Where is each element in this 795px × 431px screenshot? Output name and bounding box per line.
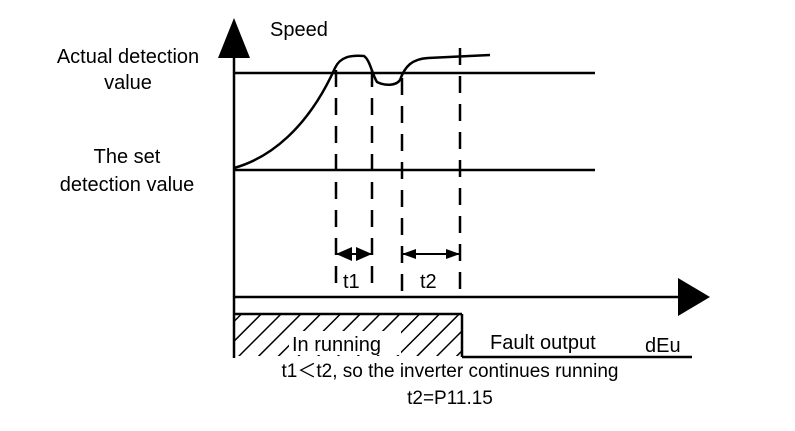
t1-arrowhead-left — [336, 247, 352, 261]
t2-arrowhead-right — [446, 249, 460, 259]
caption-line1: t1＜t2, so the inverter continues running — [282, 361, 619, 382]
t2-label: t2 — [420, 271, 437, 293]
actual-detection-label-line2: value — [104, 72, 152, 94]
y-axis-arrowhead — [218, 18, 250, 58]
in-running-label-mask — [289, 331, 401, 355]
actual-detection-label-line1: Actual detection — [57, 46, 199, 68]
fault-output-label: Fault output — [490, 332, 596, 354]
t2-arrowhead-left — [402, 249, 416, 259]
t1-arrowhead-right — [356, 247, 372, 261]
set-detection-label-line2: detection value — [60, 174, 195, 196]
speed-curve — [233, 53, 491, 170]
t1-label: t1 — [343, 271, 360, 293]
set-detection-label-line1: The set — [94, 146, 161, 168]
time-axis-arrowhead — [678, 278, 710, 316]
caption-line2: t2=P11.15 — [407, 388, 493, 409]
deu-label: dEu — [645, 335, 681, 357]
speed-label: Speed — [270, 19, 328, 41]
in-running-label: In running — [292, 334, 381, 356]
